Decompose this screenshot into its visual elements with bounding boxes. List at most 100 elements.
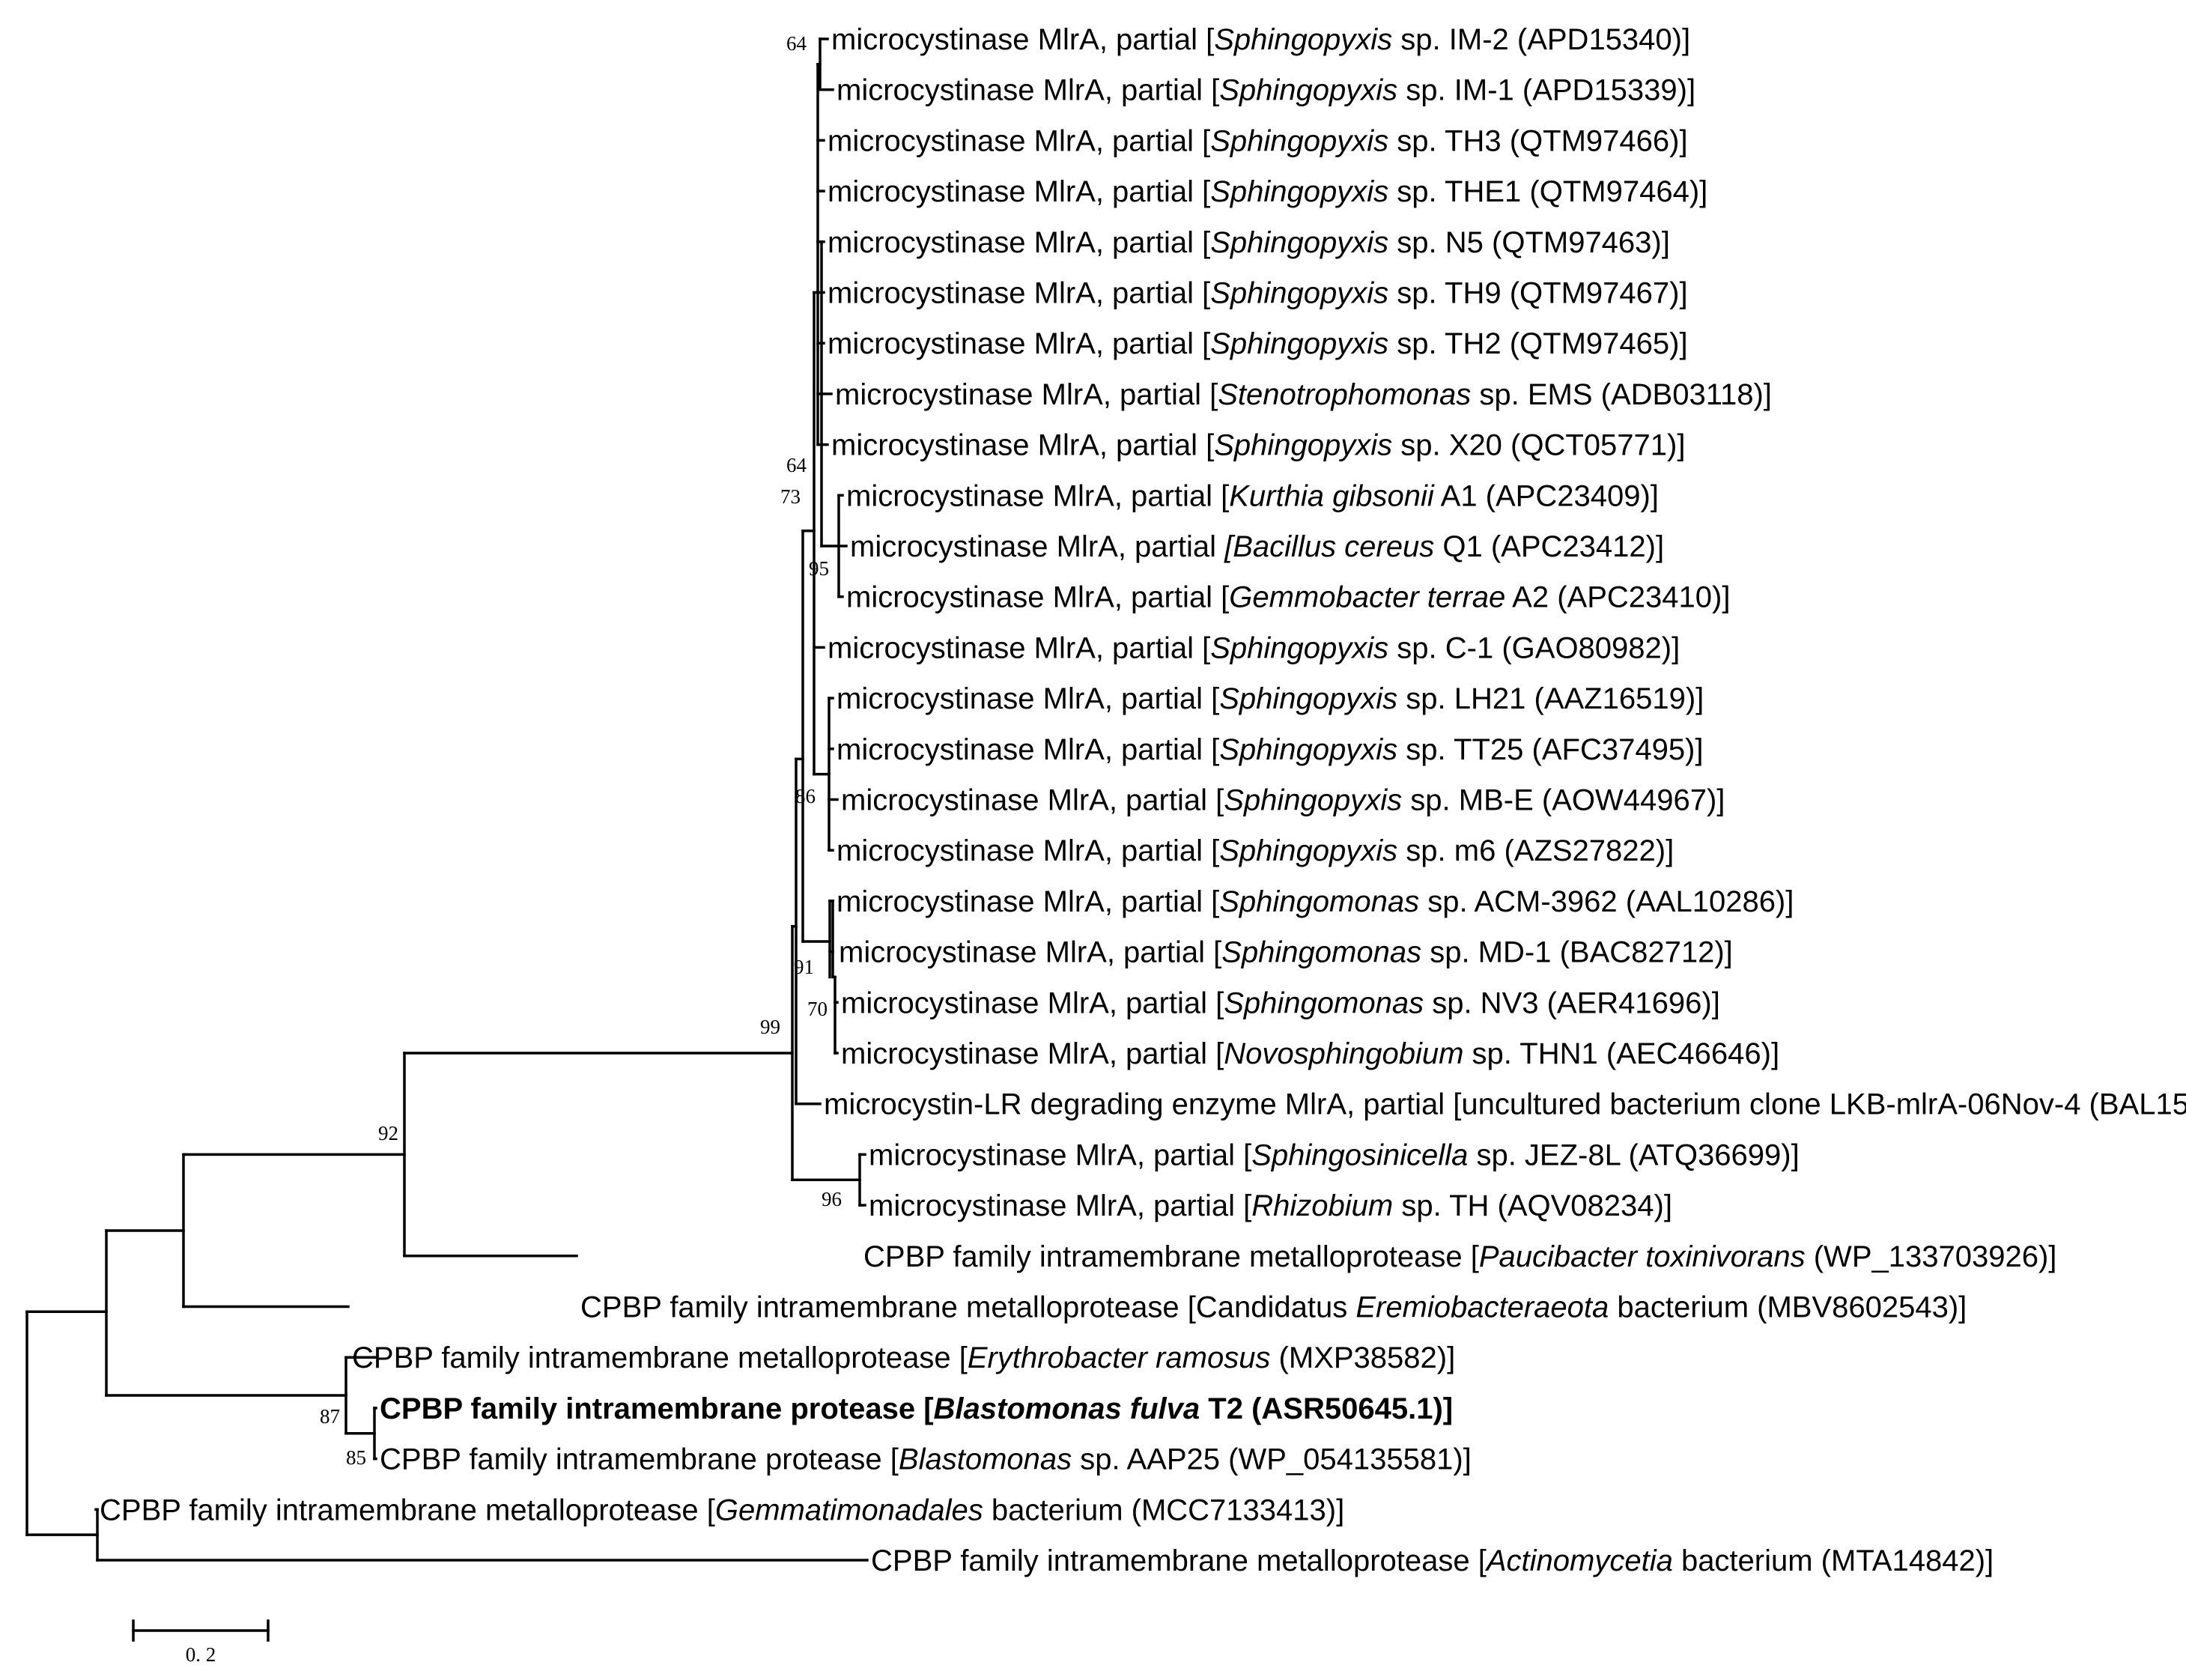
leaf-label-text: microcystinase MlrA, partial xyxy=(850,530,1224,563)
leaf-label: CPBP family intramembrane protease [Blas… xyxy=(380,1443,1472,1476)
leaf-label-taxon: Sphingopyxis xyxy=(1210,327,1388,360)
leaf-label-accession: sp. LH21 (AAZ16519)] xyxy=(1397,682,1704,715)
leaf-label: microcystinase MlrA, partial [Rhizobium … xyxy=(869,1189,1672,1222)
leaf-label-text: microcystinase MlrA, partial [ xyxy=(828,175,1210,208)
leaf-label-accession: Q1 (APC23412)] xyxy=(1434,530,1664,563)
leaf-label-taxon: Blastomonas xyxy=(899,1443,1072,1476)
leaf-label-text: microcystinase MlrA, partial [ xyxy=(837,885,1219,918)
leaf-label-accession: sp. AAP25 (WP_054135581)] xyxy=(1072,1443,1472,1476)
leaf-label: microcystinase MlrA, partial [Sphingopyx… xyxy=(828,277,1688,310)
leaf-label-text: microcystinase MlrA, partial [ xyxy=(837,733,1219,766)
leaf-label: CPBP family intramembrane metalloproteas… xyxy=(863,1240,2056,1273)
leaf-label: microcystinase MlrA, partial [Gemmobacte… xyxy=(846,581,1730,614)
leaf-label-taxon: Sphingomonas xyxy=(1221,936,1421,969)
leaf-label-text: microcystinase MlrA, partial [ xyxy=(828,124,1210,157)
leaf-label-accession: sp. TH9 (QTM97467)] xyxy=(1388,277,1687,310)
leaf-label-text: microcystin-LR degrading enzyme MlrA, pa… xyxy=(824,1088,2186,1121)
leaf-label-taxon: Sphingosinicella xyxy=(1251,1138,1468,1171)
leaf-label-text: microcystinase MlrA, partial [ xyxy=(837,834,1219,867)
leaf-label: microcystinase MlrA, partial [Sphingopyx… xyxy=(841,784,1725,817)
leaf-label: microcystinase MlrA, partial [Novosphing… xyxy=(841,1037,1779,1070)
leaf-label: microcystinase MlrA, partial [Sphingopyx… xyxy=(828,124,1688,157)
bootstrap-value: 70 xyxy=(807,998,828,1020)
bootstrap-value: 96 xyxy=(822,1188,842,1210)
leaf-label-taxon: Sphingomonas xyxy=(1219,885,1419,918)
leaf-label-accession: A2 (APC23410)] xyxy=(1505,581,1730,614)
bootstrap-value: 99 xyxy=(760,1016,780,1038)
tree-branches xyxy=(25,37,869,1562)
bootstrap-value: 85 xyxy=(346,1446,366,1469)
leaf-label-text: microcystinase MlrA, partial [ xyxy=(837,682,1219,715)
leaf-label-accession: sp. THN1 (AEC46646)] xyxy=(1463,1037,1779,1070)
bootstrap-value: 86 xyxy=(795,785,816,807)
leaf-label-text: microcystinase MlrA, partial [ xyxy=(828,226,1210,259)
leaf-label-accession: sp. X20 (QCT05771)] xyxy=(1392,429,1685,462)
leaf-label-text: CPBP family intramembrane metalloproteas… xyxy=(871,1544,1487,1577)
leaf-labels: microcystinase MlrA, partial [Sphingopyx… xyxy=(100,23,2186,1577)
leaf-label-accession: sp. TH (AQV08234)] xyxy=(1393,1189,1672,1222)
leaf-label-accession: sp. IM-2 (APD15340)] xyxy=(1392,23,1690,56)
leaf-label-text: CPBP family intramembrane protease [ xyxy=(380,1443,899,1476)
leaf-label-text: microcystinase MlrA, partial [ xyxy=(869,1138,1251,1171)
leaf-label-accession: bacterium (MTA14842)] xyxy=(1673,1544,1994,1577)
leaf-label-taxon: Gemmatimonadales xyxy=(715,1493,983,1526)
leaf-label-text: microcystinase MlrA, partial [ xyxy=(831,429,1214,462)
leaf-label-taxon: Rhizobium xyxy=(1251,1189,1393,1222)
leaf-label-taxon: Sphingomonas xyxy=(1224,986,1424,1019)
leaf-label-text: microcystinase MlrA, partial [ xyxy=(846,581,1229,614)
leaf-label-text: CPBP family intramembrane metalloproteas… xyxy=(580,1291,1355,1324)
leaf-label-text: CPBP family intramembrane protease [ xyxy=(380,1392,934,1425)
leaf-label-accession: sp. MD-1 (BAC82712)] xyxy=(1421,936,1733,969)
scale-bar-label: 0. 2 xyxy=(186,1643,216,1666)
leaf-label-accession: sp. m6 (AZS27822)] xyxy=(1397,834,1674,867)
leaf-label: microcystinase MlrA, partial [Stenotroph… xyxy=(835,378,1772,411)
bootstrap-value: 64 xyxy=(786,32,807,55)
leaf-label-accession: T2 (ASR50645.1)] xyxy=(1200,1392,1453,1425)
leaf-label-accession: sp. JEZ-8L (ATQ36699)] xyxy=(1468,1138,1799,1171)
leaf-label-text: microcystinase MlrA, partial [ xyxy=(839,936,1221,969)
leaf-label-taxon: Actinomycetia xyxy=(1485,1544,1673,1577)
leaf-label-taxon: Sphingopyxis xyxy=(1214,429,1392,462)
leaf-label: microcystinase MlrA, partial [Sphingomon… xyxy=(841,986,1720,1019)
leaf-label-text: microcystinase MlrA, partial [ xyxy=(828,327,1210,360)
leaf-label-accession: sp. NV3 (AER41696)] xyxy=(1424,986,1720,1019)
leaf-label: microcystinase MlrA, partial [Sphingopyx… xyxy=(828,327,1688,360)
leaf-label-taxon: Erythrobacter ramosus xyxy=(968,1341,1271,1374)
leaf-label-taxon: [Bacillus cereus xyxy=(1224,530,1434,563)
leaf-label: microcystinase MlrA, partial [Sphingopyx… xyxy=(831,429,1685,462)
leaf-label-text: microcystinase MlrA, partial [ xyxy=(828,631,1210,664)
leaf-label-text: microcystinase MlrA, partial [ xyxy=(846,479,1229,512)
leaf-label-accession: sp. THE1 (QTM97464)] xyxy=(1388,175,1707,208)
leaf-label-taxon: Sphingopyxis xyxy=(1210,226,1388,259)
leaf-label-accession: sp. ACM-3962 (AAL10286)] xyxy=(1419,885,1794,918)
leaf-label: microcystinase MlrA, partial [Sphingomon… xyxy=(837,885,1794,918)
leaf-label-text: microcystinase MlrA, partial [ xyxy=(841,784,1224,817)
leaf-label-accession: sp. IM-1 (APD15339)] xyxy=(1397,74,1695,107)
leaf-label-text: CPBP family intramembrane metalloproteas… xyxy=(100,1493,715,1526)
bootstrap-value: 95 xyxy=(809,557,829,580)
leaf-label: CPBP family intramembrane metalloproteas… xyxy=(580,1291,1967,1324)
bootstrap-value: 91 xyxy=(794,956,814,978)
leaf-label-taxon: Sphingopyxis xyxy=(1219,682,1397,715)
leaf-label-accession: sp. N5 (QTM97463)] xyxy=(1388,226,1670,259)
leaf-label-accession: bacterium (MBV8602543)] xyxy=(1609,1291,1967,1324)
leaf-label-text: microcystinase MlrA, partial [ xyxy=(828,277,1210,310)
leaf-label-taxon: Gemmobacter terrae xyxy=(1229,581,1505,614)
leaf-label-accession: sp. MB-E (AOW44967)] xyxy=(1402,784,1725,817)
leaf-label: microcystinase MlrA, partial [Sphingosin… xyxy=(869,1138,1800,1171)
leaf-label: microcystinase MlrA, partial [Sphingomon… xyxy=(839,936,1733,969)
leaf-label-accession: bacterium (MCC7133413)] xyxy=(983,1493,1344,1526)
leaf-label-taxon: Novosphingobium xyxy=(1224,1037,1463,1070)
leaf-label: microcystinase MlrA, partial [Sphingopyx… xyxy=(828,631,1680,664)
leaf-label-taxon: Eremiobacteraeota xyxy=(1355,1291,1609,1324)
bootstrap-value: 87 xyxy=(320,1405,340,1428)
leaf-label: CPBP family intramembrane metalloproteas… xyxy=(100,1493,1344,1526)
leaf-label: CPBP family intramembrane protease [Blas… xyxy=(380,1392,1453,1425)
leaf-label-text: microcystinase MlrA, partial [ xyxy=(831,23,1214,56)
leaf-label-taxon: Sphingopyxis xyxy=(1219,733,1397,766)
leaf-label: microcystinase MlrA, partial [Sphingopyx… xyxy=(837,682,1704,715)
leaf-label-taxon: Sphingopyxis xyxy=(1224,784,1402,817)
leaf-label-taxon: Sphingopyxis xyxy=(1210,124,1388,157)
